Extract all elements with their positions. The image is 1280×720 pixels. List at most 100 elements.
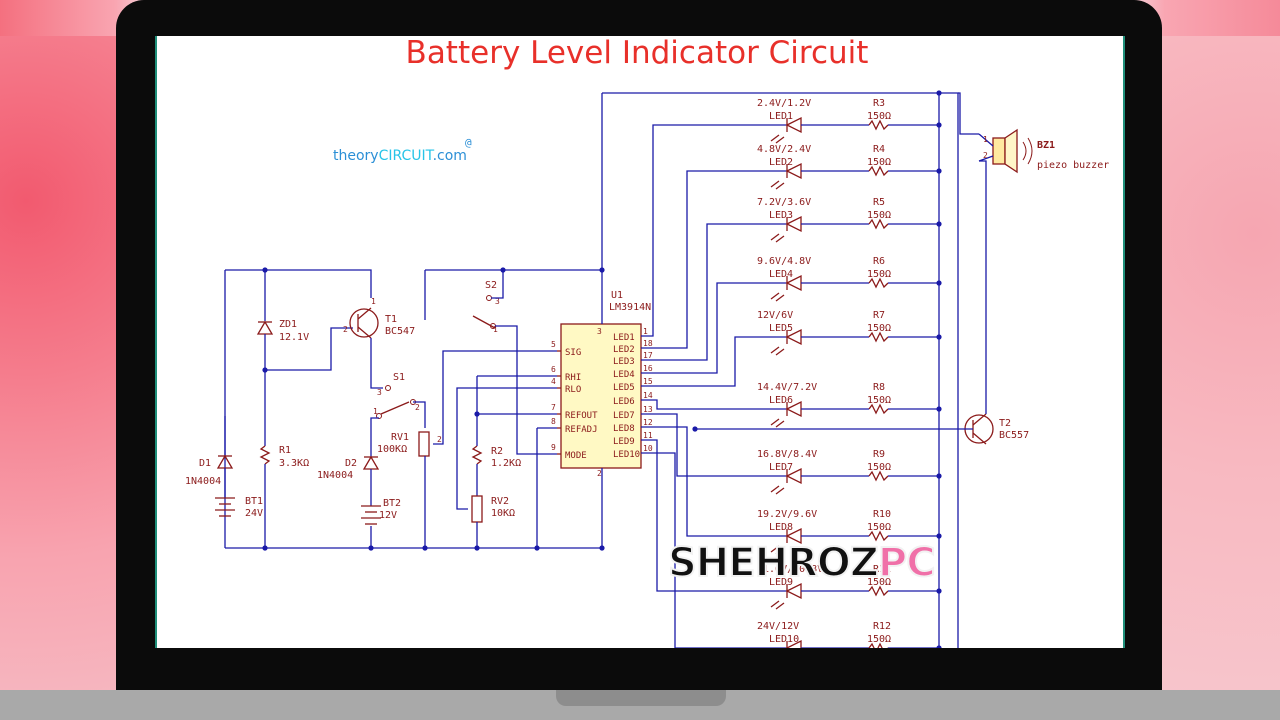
- resistor-value: 150Ω: [867, 462, 891, 473]
- circuit-schematic: theoryCIRCUIT.com@ZD112.1VR13.3KΩT1BC547…: [185, 90, 1109, 648]
- t1-emitter: [357, 326, 372, 339]
- d1-ref: D1: [199, 458, 211, 469]
- buzzer-ref: BZ1: [1037, 140, 1055, 151]
- resistor-value: 150Ω: [867, 577, 891, 588]
- bt2-value: 12V: [379, 510, 397, 521]
- resistor-ref: R9: [873, 449, 885, 460]
- pin-number: 2: [343, 325, 348, 334]
- t1-ref: T1: [385, 314, 397, 325]
- pin-number: 1: [493, 325, 498, 334]
- led-name: LED6: [769, 395, 793, 406]
- t1-emitter-wire: [370, 338, 383, 389]
- pin-number: 3: [377, 388, 382, 397]
- rv2-rlo: [456, 387, 557, 510]
- ic-pin-label: REFOUT: [565, 411, 598, 421]
- s1-ref: S1: [393, 372, 405, 383]
- ic-pin-label: LED2: [613, 345, 635, 355]
- bt2-ref: BT2: [383, 498, 401, 509]
- resistor: [868, 165, 889, 177]
- pin-number: 1: [643, 327, 648, 336]
- resistor: [868, 530, 889, 542]
- s1-wire: [370, 417, 379, 454]
- s2-top: [491, 270, 504, 299]
- pin-number: 12: [643, 418, 653, 427]
- pin-number: 2: [437, 435, 442, 444]
- led-threshold: 19.2V/9.6V: [757, 509, 817, 520]
- t1-value: BC547: [385, 326, 415, 337]
- pin-number: 1: [371, 297, 376, 306]
- pin-number: 14: [643, 391, 653, 400]
- junction-dot: [599, 267, 605, 273]
- pin-number: 8: [551, 417, 556, 426]
- t2-to-buzzer: [979, 160, 987, 414]
- resistor-value: 150Ω: [867, 522, 891, 533]
- pin-number: 18: [643, 339, 653, 348]
- d1-value: 1N4004: [185, 476, 221, 487]
- led-feed-wire: [641, 452, 787, 648]
- pin-number: 13: [643, 405, 653, 414]
- ic-pin-label: LED3: [613, 357, 635, 367]
- buzzer-wire: [958, 92, 979, 135]
- junction-dot: [936, 90, 942, 96]
- resistor-value: 150Ω: [867, 634, 891, 645]
- brand-at: @: [465, 136, 472, 149]
- resistor-value: 150Ω: [867, 157, 891, 168]
- resistor-ref: R6: [873, 256, 885, 267]
- led-arrow: [775, 487, 785, 495]
- ic-pin-label: LED8: [613, 424, 635, 434]
- t1-collector-wire: [225, 269, 372, 298]
- zd1-value: 12.1V: [279, 332, 309, 343]
- ic-pin-label: MODE: [565, 451, 587, 461]
- t2-value: BC557: [999, 430, 1029, 441]
- resistor-value: 150Ω: [867, 323, 891, 334]
- resistor: [868, 331, 889, 343]
- ic-lm3914: [560, 323, 642, 469]
- bz-pin1: [978, 133, 994, 147]
- s1-lever: [380, 401, 410, 415]
- resistor-ref: R5: [873, 197, 885, 208]
- rv2-potentiometer: [471, 495, 483, 523]
- buzzer-wave: [1027, 137, 1033, 165]
- pin-number: 4: [551, 377, 556, 386]
- pin-number: 1: [983, 135, 988, 144]
- resistor-ref: R10: [873, 509, 891, 520]
- pin-number: 11: [643, 431, 653, 440]
- ic-pin-label: RHI: [565, 373, 581, 383]
- bz-pin2: [978, 155, 994, 162]
- rv1-ref: RV1: [391, 432, 409, 443]
- watermark: SHEHROZPC: [667, 539, 937, 587]
- ic-pin-label: RLO: [565, 385, 581, 395]
- led-threshold: 7.2V/3.6V: [757, 197, 811, 208]
- resistor: [471, 445, 483, 465]
- ic-pin-label: LED1: [613, 333, 635, 343]
- resistor-ref: R3: [873, 98, 885, 109]
- rv1-potentiometer: [418, 431, 430, 457]
- laptop-base-notch: [556, 690, 726, 706]
- pin-number: 10: [643, 444, 653, 453]
- rv1-wiper-sig: [433, 350, 557, 445]
- led-feed-wire: [641, 223, 787, 361]
- pin-number: 7: [551, 403, 556, 412]
- s2-ref: S2: [485, 280, 497, 291]
- ic-pin-label: LED7: [613, 411, 635, 421]
- resistor-value: 150Ω: [867, 210, 891, 221]
- diode: [256, 320, 274, 335]
- r1-ref: R1: [279, 445, 291, 456]
- pin-number: 3: [597, 327, 602, 336]
- led-arrow: [770, 180, 780, 188]
- resistor-value: 150Ω: [867, 269, 891, 280]
- led-arrow: [770, 346, 780, 354]
- led-threshold: 9.6V/4.8V: [757, 256, 811, 267]
- pin-number: 9: [551, 443, 556, 452]
- led-arrow: [770, 233, 780, 241]
- pin-number: 2: [415, 403, 420, 412]
- led-feed-wire: [641, 413, 787, 477]
- led-arrow: [775, 348, 785, 356]
- resistor-value: 150Ω: [867, 111, 891, 122]
- led-arrow: [775, 420, 785, 428]
- ic-part: LM3914N: [609, 302, 651, 313]
- led-threshold: 14.4V/7.2V: [757, 382, 817, 393]
- led-arrow: [775, 182, 785, 190]
- ic-pin-label: LED6: [613, 397, 635, 407]
- pin-number: 2: [597, 469, 602, 478]
